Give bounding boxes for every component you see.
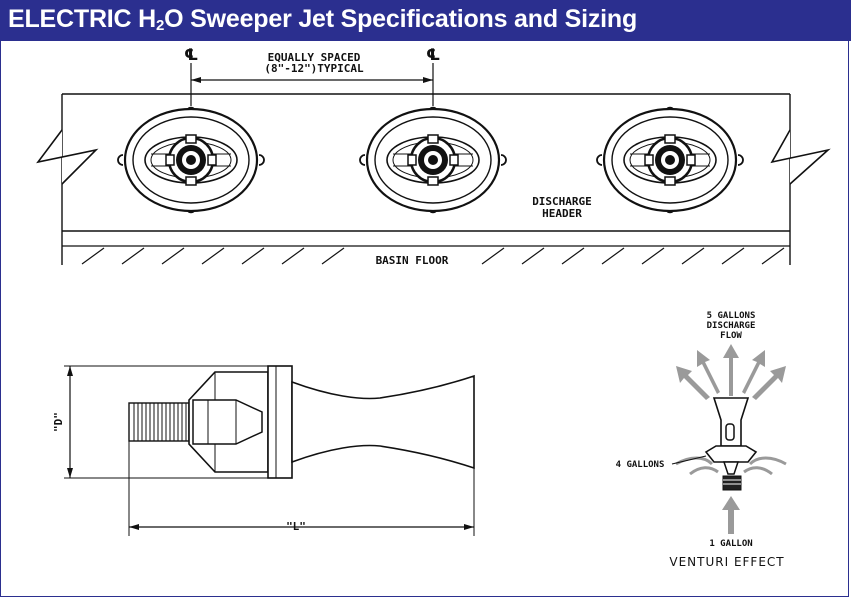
spacing-arrow-left bbox=[191, 77, 201, 83]
venturi-window bbox=[725, 423, 735, 441]
floor-hatching bbox=[81, 247, 785, 265]
length-arrow-left bbox=[129, 524, 139, 530]
left-break-line bbox=[36, 129, 99, 185]
venturi-flange bbox=[704, 445, 758, 463]
spacing-label-line-2: (8"-12")TYPICAL bbox=[264, 62, 364, 75]
venturi-bell bbox=[291, 374, 475, 470]
discharge-header-label-2: HEADER bbox=[542, 207, 582, 220]
inlet-arrow bbox=[722, 496, 740, 534]
title-part-1: ELECTRIC H bbox=[8, 5, 157, 33]
spacing-label-line-1: EQUALLY SPACED bbox=[268, 51, 361, 64]
title-bar: ELECTRIC H2O Sweeper Jet Specifications … bbox=[0, 0, 851, 41]
title-subscript: 2 bbox=[156, 17, 165, 34]
nozzle-face-2 bbox=[358, 106, 508, 214]
discharge-arrow-left-1 bbox=[697, 350, 720, 394]
nozzle-face-1 bbox=[116, 106, 266, 214]
nozzle-face-3 bbox=[595, 106, 745, 214]
discharge-flow-label-3: FLOW bbox=[720, 331, 742, 341]
discharge-arrow-right-2 bbox=[752, 366, 786, 400]
page-title: ELECTRIC H2O Sweeper Jet Specifications … bbox=[8, 5, 637, 34]
centerline-symbol-2: ℄ bbox=[426, 45, 440, 64]
diameter-label: "D" bbox=[52, 412, 65, 432]
top-view: ℄ ℄ EQUALLY SPACED (8"-12")TYPICAL DISCH… bbox=[36, 45, 831, 267]
venturi-caption: VENTURI EFFECT bbox=[669, 555, 784, 569]
basin-floor-label: BASIN FLOOR bbox=[376, 254, 449, 267]
discharge-arrow-center bbox=[723, 344, 739, 396]
venturi-inner-jet bbox=[722, 461, 740, 475]
content-frame bbox=[0, 41, 849, 597]
side-view: "D" "L" bbox=[52, 365, 475, 536]
diameter-arrow-bottom bbox=[67, 468, 73, 478]
venturi-inlet-threads bbox=[723, 479, 741, 485]
discharge-arrow-left-2 bbox=[676, 366, 710, 400]
length-arrow-right bbox=[464, 524, 474, 530]
centerline-symbol-1: ℄ bbox=[184, 45, 198, 64]
right-break-line bbox=[770, 129, 831, 185]
thread-lines bbox=[133, 403, 187, 441]
entrained-leader-line bbox=[671, 455, 707, 465]
entrained-arc-right-2 bbox=[743, 466, 773, 476]
spacing-arrow-right bbox=[423, 77, 433, 83]
venturi-diagram: 5 GALLONS DISCHARGE FLOW 4 GALLONS 1 GAL… bbox=[616, 311, 787, 569]
diameter-arrow-top bbox=[67, 366, 73, 376]
inner-jet bbox=[192, 399, 263, 445]
inlet-flow-label: 1 GALLON bbox=[709, 539, 752, 549]
venturi-inlet-fitting bbox=[722, 475, 742, 491]
entrained-arc-right-1 bbox=[748, 456, 787, 466]
length-label: "L" bbox=[286, 520, 306, 533]
title-part-2: O Sweeper Jet Specifications and Sizing bbox=[164, 5, 638, 33]
discharge-header-label-1: DISCHARGE bbox=[532, 195, 592, 208]
discharge-arrow-right-1 bbox=[742, 350, 765, 394]
nozzle-collar bbox=[267, 365, 293, 479]
discharge-flow-label-1: 5 GALLONS bbox=[707, 311, 756, 321]
discharge-arrows bbox=[676, 344, 786, 400]
entrained-arc-left-2 bbox=[689, 466, 719, 476]
entrained-flow-label: 4 GALLONS bbox=[616, 460, 665, 470]
threaded-inlet bbox=[128, 402, 190, 442]
discharge-flow-label-2: DISCHARGE bbox=[707, 321, 756, 331]
